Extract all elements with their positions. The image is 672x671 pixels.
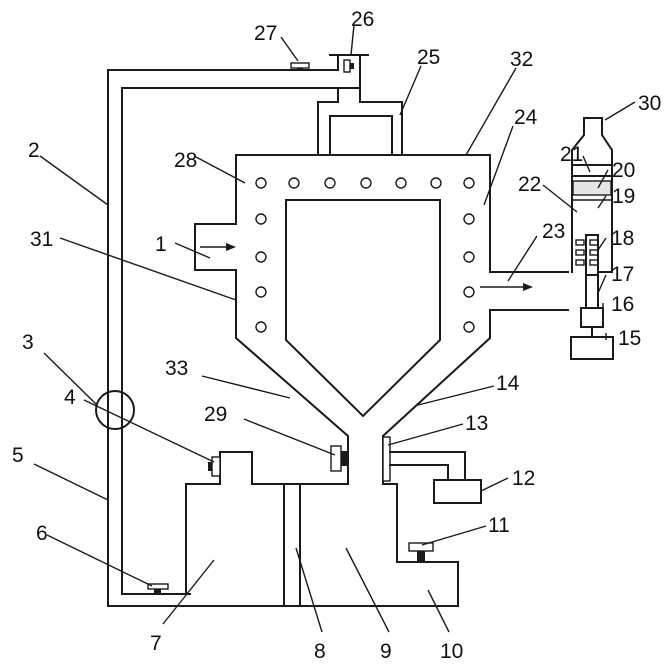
circulation-pipe <box>108 55 360 606</box>
label-4: 4 <box>64 386 76 409</box>
valve-11 <box>409 543 433 562</box>
label-29: 29 <box>204 403 227 426</box>
label-20: 20 <box>612 159 635 182</box>
label-25: 25 <box>417 46 440 69</box>
inlet-arrow <box>200 243 236 251</box>
label-17: 17 <box>611 263 634 286</box>
label-27: 27 <box>254 22 277 45</box>
label-26: 26 <box>351 8 374 31</box>
pump-3 <box>96 391 134 429</box>
label-32: 32 <box>510 48 533 71</box>
label-11: 11 <box>488 514 510 537</box>
label-13: 13 <box>465 412 488 435</box>
label-8: 8 <box>314 640 326 663</box>
label-2: 2 <box>28 139 40 162</box>
reactor-chamber <box>195 155 568 482</box>
actuator-12 <box>434 480 481 503</box>
outlet-arrow <box>480 283 533 291</box>
label-24: 24 <box>514 106 538 129</box>
label-12: 12 <box>512 467 535 490</box>
label-28: 28 <box>174 149 197 172</box>
inner-cone-body <box>286 200 440 416</box>
lower-tank <box>108 452 458 606</box>
label-21: 21 <box>560 143 583 166</box>
label-18: 18 <box>611 227 634 250</box>
gate-29 <box>331 446 347 471</box>
label-3: 3 <box>22 331 34 354</box>
label-5: 5 <box>12 444 24 467</box>
unit-16 <box>581 308 603 337</box>
label-33: 33 <box>165 357 188 380</box>
label-7: 7 <box>150 632 162 655</box>
label-23: 23 <box>542 220 565 243</box>
label-9: 9 <box>380 640 392 663</box>
label-1: 1 <box>155 233 167 256</box>
label-6: 6 <box>36 522 48 545</box>
label-19: 19 <box>612 185 635 208</box>
label-15: 15 <box>618 327 641 350</box>
label-31: 31 <box>30 228 53 251</box>
label-22: 22 <box>518 173 541 196</box>
label-16: 16 <box>611 293 634 316</box>
label-30: 30 <box>638 92 661 115</box>
label-14: 14 <box>496 372 520 395</box>
label-10: 10 <box>440 640 463 663</box>
heating-holes-28 <box>256 178 474 332</box>
unit-15 <box>571 337 613 359</box>
pipe-25 <box>318 88 402 155</box>
